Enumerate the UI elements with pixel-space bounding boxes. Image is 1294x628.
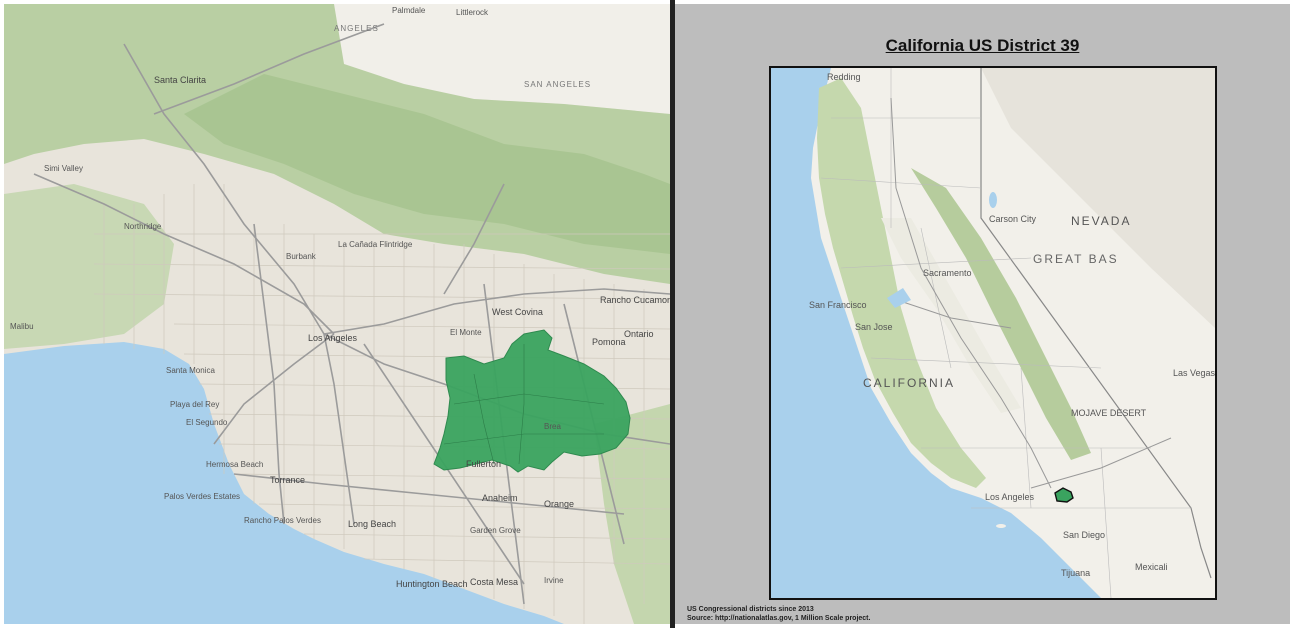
map-label-palos-verdes: Palos Verdes Estates bbox=[164, 492, 241, 501]
map-label-el-monte: El Monte bbox=[450, 328, 482, 337]
inset-map-graphic bbox=[771, 68, 1215, 598]
map-label-garden-grove: Garden Grove bbox=[470, 526, 521, 535]
district-detail-map[interactable]: Palmdale ANGELES Littlerock SAN ANGELES … bbox=[4, 4, 670, 624]
panel-divider bbox=[670, 0, 675, 628]
map-label-torrance: Torrance bbox=[270, 475, 306, 485]
map-label-angeles-top: ANGELES bbox=[334, 24, 379, 33]
inset-label-mexicali: Mexicali bbox=[1135, 562, 1168, 572]
map-label-huntington-beach: Huntington Beach bbox=[396, 579, 468, 589]
map-label-el-segundo: El Segundo bbox=[186, 418, 228, 427]
map-label-simi-valley: Simi Valley bbox=[44, 164, 83, 173]
inset-label-san-jose: San Jose bbox=[855, 322, 893, 332]
map-label-rancho-cucamonga: Rancho Cucamonga bbox=[600, 295, 670, 305]
map-label-orange: Orange bbox=[544, 499, 575, 509]
map-label-pomona: Pomona bbox=[592, 337, 626, 347]
map-label-brea: Brea bbox=[544, 422, 561, 431]
source-footer: US Congressional districts since 2013 So… bbox=[687, 605, 870, 623]
inset-title: California US District 39 bbox=[885, 36, 1080, 55]
inset-label-tijuana: Tijuana bbox=[1061, 568, 1091, 578]
map-label-anaheim: Anaheim bbox=[482, 493, 518, 503]
inset-label-sacramento: Sacramento bbox=[923, 268, 972, 278]
map-label-irvine: Irvine bbox=[544, 576, 564, 585]
map-label-northridge: Northridge bbox=[124, 222, 162, 231]
map-label-santa-clarita: Santa Clarita bbox=[154, 75, 207, 85]
footer-line-2: Source: http://nationalatlas.gov, 1 Mill… bbox=[687, 615, 871, 622]
inset-label-san-francisco: San Francisco bbox=[809, 300, 867, 310]
map-label-hermosa-beach: Hermosa Beach bbox=[206, 460, 264, 469]
inset-label-los-angeles: Los Angeles bbox=[985, 492, 1035, 502]
map-label-long-beach: Long Beach bbox=[348, 519, 397, 529]
inset-label-carson: Carson City bbox=[989, 214, 1037, 224]
inset-panel: California US District 39 bbox=[675, 4, 1290, 624]
map-label-palmdale: Palmdale bbox=[392, 6, 426, 15]
inset-label-las-vegas: Las Vegas bbox=[1173, 368, 1216, 378]
map-label-la-canada: La Cañada Flintridge bbox=[338, 240, 413, 249]
map-label-ontario: Ontario bbox=[624, 329, 654, 339]
district-39-inset-marker bbox=[1054, 487, 1074, 503]
map-label-san-angeles: SAN ANGELES bbox=[524, 80, 592, 89]
footer-line-1: US Congressional districts since 2013 bbox=[687, 606, 814, 613]
inset-label-mojave: MOJAVE DESERT bbox=[1071, 408, 1147, 418]
map-label-costa-mesa: Costa Mesa bbox=[470, 577, 519, 587]
map-label-los-angeles: Los Angeles bbox=[308, 333, 358, 343]
california-inset-map[interactable]: Redding Carson City NEVADA GREAT BAS Sac… bbox=[769, 66, 1217, 600]
map-label-rancho-palos: Rancho Palos Verdes bbox=[244, 516, 321, 525]
map-label-fullerton: Fullerton bbox=[466, 459, 502, 469]
inset-label-san-diego: San Diego bbox=[1063, 530, 1106, 540]
map-label-burbank: Burbank bbox=[286, 252, 316, 261]
map-label-west-covina: West Covina bbox=[492, 307, 543, 317]
inset-label-redding: Redding bbox=[827, 72, 861, 82]
map-label-malibu: Malibu bbox=[10, 322, 34, 331]
map-label-playa-del-rey: Playa del Rey bbox=[170, 400, 220, 409]
district-39-area bbox=[433, 329, 631, 473]
detail-map-graphic bbox=[4, 4, 670, 624]
map-label-santa-monica: Santa Monica bbox=[166, 366, 215, 375]
map-label-littlerock: Littlerock bbox=[456, 8, 489, 17]
inset-label-california: CALIFORNIA bbox=[863, 376, 956, 390]
inset-label-nevada: NEVADA bbox=[1071, 214, 1132, 228]
inset-label-great-basin: GREAT BAS bbox=[1033, 252, 1119, 266]
